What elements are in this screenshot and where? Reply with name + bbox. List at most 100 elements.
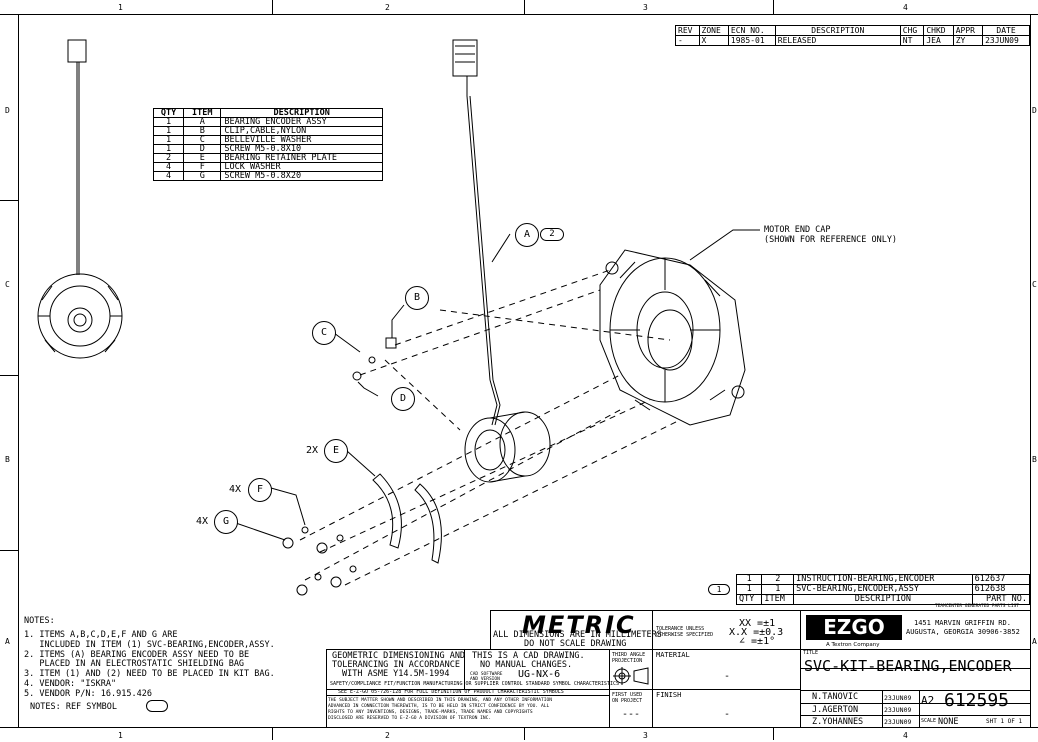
grid-tick: [272, 0, 273, 14]
revision-row: - X 1985-01 RELEASED NT JEA ZY 23JUN09: [675, 35, 1030, 46]
tolerance-xx: XX =±1: [739, 618, 776, 629]
zone-grid-bottom: 1 2 3 4: [0, 727, 1038, 742]
qty-label-g: 4X: [196, 516, 209, 527]
cad-software-label: CAD SOFTWARE AND VERSION: [470, 672, 503, 682]
tolerance-label-2: OTHERWISE SPECIFIED: [656, 632, 714, 638]
cad-line-1: THIS IS A CAD DRAWING.: [472, 651, 585, 661]
parts-item: 1: [761, 584, 795, 595]
zone-col-4-bottom: 4: [903, 731, 908, 740]
encoder-bearing: [464, 411, 551, 483]
encoder-cable: [452, 39, 511, 426]
small-reference-view: [37, 39, 123, 359]
checked-date: 23JUN09: [884, 706, 912, 714]
confidential-1: THE SUBJECT MATTER SHOWN AND DESCRIBED I…: [328, 698, 553, 703]
note-line: 3. ITEM (1) AND (2) NEED TO BE PLACED IN…: [24, 669, 275, 680]
material-value: -: [724, 671, 731, 682]
gdt-line-2: TOLERANCING IN ACCORDANCE: [332, 660, 460, 670]
cad-software-value: UG-NX-6: [518, 669, 561, 680]
note-line: PLACED IN AN ELECTROSTATIC SHIELDING BAG: [24, 659, 245, 670]
bubble-item-c: C: [312, 321, 336, 345]
zone-row-b: B: [5, 455, 10, 464]
drawn-date: 23JUN09: [884, 694, 912, 702]
grid-tick: [0, 375, 18, 376]
third-angle-projection-icon: [613, 667, 649, 685]
zone-row-a-right: A: [1032, 637, 1037, 646]
confidential-4: DISCLOSED ARE RESERVED TO E-Z-GO A DIVIS…: [328, 716, 492, 721]
title-rule: [800, 690, 1030, 691]
bom-qty: 4: [152, 171, 185, 181]
zone-grid-top: 1 2 3 4: [0, 0, 1038, 15]
name-rule-2: [800, 715, 1030, 716]
first-used-label: FIRST USED ON PROJECT: [612, 692, 643, 704]
grid-tick: [524, 727, 525, 740]
metric-line-1: ALL DIMENSIONS ARE IN MILLIMETERS: [493, 630, 662, 640]
leader-lines: [229, 304, 405, 541]
logo-rule: [800, 668, 1030, 669]
note-line: INCLUDED IN ITEM (1) SVC-BEARING,ENCODER…: [24, 639, 275, 650]
cad-line-2: NO MANUAL CHANGES.: [480, 660, 573, 670]
confidential-2: ADVANCED IN CONNECTION THEREWITH, IS TO …: [328, 704, 550, 709]
zone-col-2-bottom: 2: [385, 731, 390, 740]
grid-tick: [773, 0, 774, 14]
revision-table: REV ZONE ECN NO. DESCRIPTION CHG CHKD AP…: [675, 25, 1030, 46]
note-line: 2. ITEMS (A) BEARING ENCODER ASSY NEED T…: [24, 649, 250, 660]
third-angle-label: THIRD ANGLE PROJECTION: [612, 652, 646, 664]
parts-item-header: ITEM: [761, 594, 795, 605]
zone-row-a: A: [5, 637, 10, 646]
first-used-value: ---: [622, 709, 641, 720]
grid-tick: [272, 727, 273, 740]
cad-left: [464, 649, 465, 689]
tolerance-angle: ∠ =±1°: [739, 636, 776, 647]
drawing-title: SVC-KIT-BEARING,ENCODER: [804, 657, 1012, 675]
right-border: [1030, 14, 1031, 727]
address-line-1: 1451 MARVIN GRIFFIN RD.: [914, 619, 1011, 627]
parts-qty: 1: [735, 584, 763, 595]
bubble-item-e: E: [324, 439, 348, 463]
bubble-item-a: A: [515, 223, 539, 247]
title-block-top: [490, 610, 1030, 611]
tolerance-label-1: TOLERANCE UNLESS: [656, 626, 705, 632]
bom-item: G: [183, 171, 222, 181]
grid-tick: [0, 550, 18, 551]
see-line: SEE E-Z-GO 05-726-128 FOR FULL DEFINITIO…: [338, 689, 564, 695]
grid-tick: [524, 0, 525, 14]
grid-tick: [773, 727, 774, 740]
symbols-rule: [326, 689, 800, 690]
parts-description: SVC-BEARING,ENCODER,ASSY: [793, 584, 973, 595]
zone-col-3-bottom: 3: [643, 731, 648, 740]
zone-col-2: 2: [385, 3, 390, 12]
title-block-rule: [326, 649, 1030, 650]
parts-qty: 1: [735, 574, 763, 585]
address-line-2: AUGUSTA, GEORGIA 30906-3852: [906, 628, 1020, 636]
metric-left: [490, 610, 491, 649]
zone-col-3: 3: [643, 3, 648, 12]
symbols-line: SAFETY/COMPLIANCE FIT/FUNCTION MANUFACTU…: [330, 681, 619, 687]
tolerance-xdotx: X.X =±0.3: [729, 627, 784, 638]
approved-date: 23JUN09: [884, 718, 912, 726]
zone-col-4: 4: [903, 3, 908, 12]
qty-label-f: 4X: [229, 484, 242, 495]
parts-description-header: DESCRIPTION: [793, 594, 973, 605]
gdt-line-3: WITH ASME Y14.5M-1994: [342, 669, 450, 679]
zone-row-c-right: C: [1032, 280, 1037, 289]
ezgo-logo: EZGO: [806, 615, 902, 640]
sheet-number: SHT 1 OF 1: [986, 718, 1023, 725]
ref-symbol-icon: [146, 700, 168, 712]
checked-by: J.AGERTON: [812, 705, 859, 715]
qty-label-e: 2X: [306, 445, 319, 456]
bubble-item-b: B: [405, 286, 429, 310]
bubble-item-a-ref: 2: [540, 228, 564, 241]
logo-subtitle: A Textron Company: [826, 642, 880, 648]
material-label: MATERIAL: [656, 651, 690, 659]
motor-end-cap-note: (SHOWN FOR REFERENCE ONLY): [764, 235, 898, 245]
scale-value: NONE: [938, 717, 959, 727]
projection-left: [609, 649, 610, 727]
zone-row-c: C: [5, 280, 10, 289]
confidential-3: RIGHTS TO ANY INVENTIONS, DESIGNS, TRADE…: [328, 710, 533, 715]
fasteners: [282, 337, 397, 596]
bubble-item-g: G: [214, 510, 238, 534]
sheet-size: A2: [921, 694, 935, 707]
